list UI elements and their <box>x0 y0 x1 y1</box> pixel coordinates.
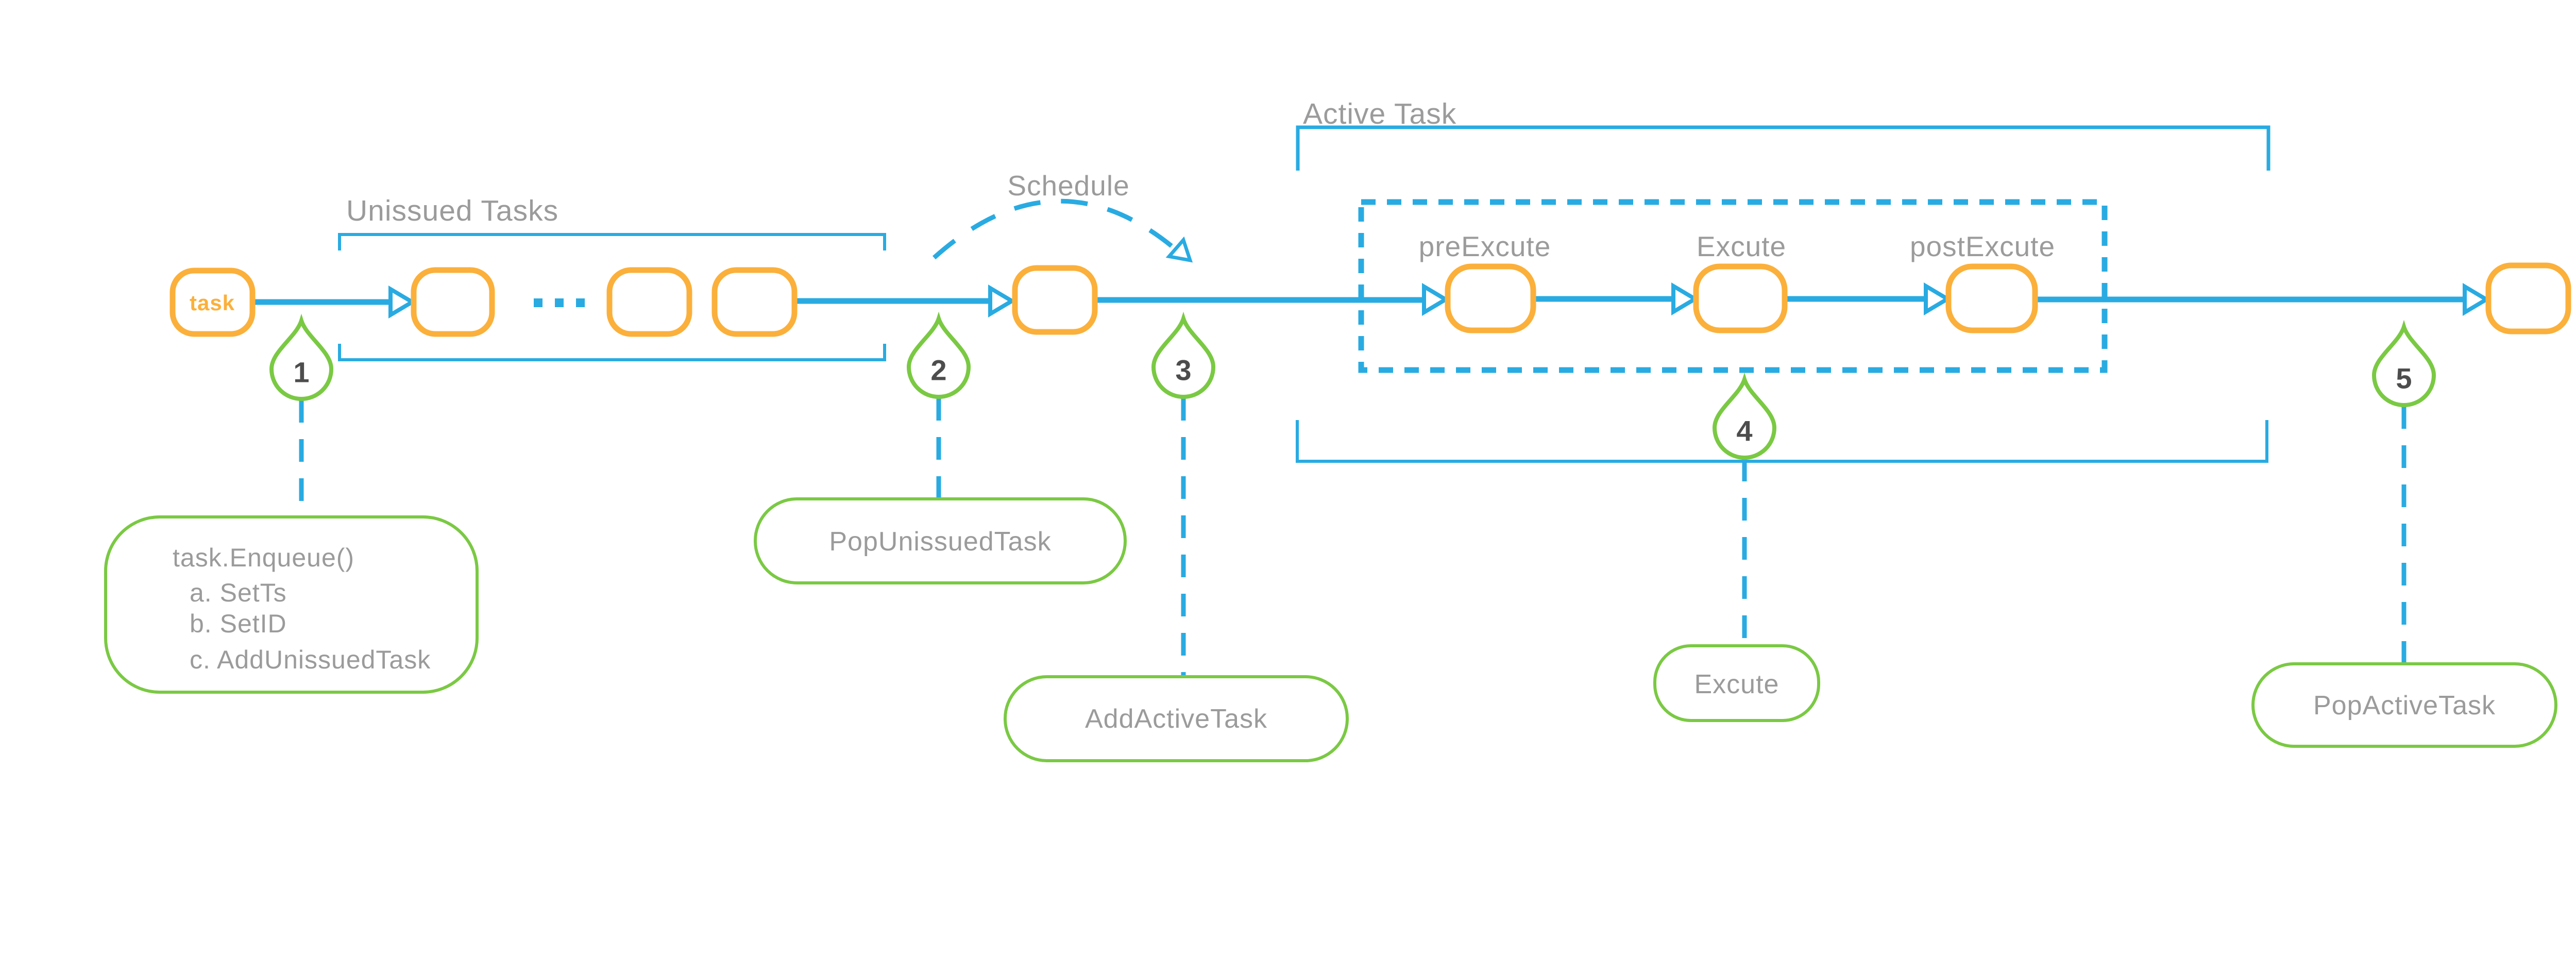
active-task-label: Active Task <box>1303 97 1456 130</box>
arrowhead-icon <box>391 289 412 315</box>
unissued-tasks-bottom-bracket <box>338 344 886 361</box>
marker-number: 1 <box>293 356 309 389</box>
active-task-dotted-box <box>1358 199 2108 373</box>
preexcute-node <box>1445 263 1536 333</box>
unissued-tasks-label: Unissued Tasks <box>346 194 558 227</box>
queue-ellipsis-dot <box>534 298 543 307</box>
arrowhead-icon <box>990 288 1012 314</box>
enqueue-callout-line: a. SetTs <box>190 578 287 607</box>
postexcute-label: postExcute <box>1910 230 2055 262</box>
enqueue-callout-line: task.Enqueue() <box>173 543 354 572</box>
marker-number: 2 <box>930 354 946 387</box>
enqueue-callout-box <box>104 515 479 694</box>
arrowhead-icon <box>1169 240 1197 269</box>
marker-number: 4 <box>1736 415 1752 447</box>
pop-active-task-label: PopActiveTask <box>2313 691 2496 721</box>
marker-number: 3 <box>1175 354 1191 387</box>
arrowhead-icon <box>1926 286 1947 312</box>
pop-unissued-task-callout-box <box>754 497 1127 584</box>
unissued-queue-node <box>606 267 692 337</box>
enqueue-callout-line: c. AddUnissuedTask <box>190 645 431 674</box>
active-task-top-bracket <box>1296 125 2270 171</box>
add-active-task-label: AddActiveTask <box>1085 704 1267 734</box>
enqueue-callout-line: b. SetID <box>190 609 287 638</box>
unissued-tasks-top-bracket <box>338 233 886 250</box>
pop-unissued-task-label: PopUnissuedTask <box>829 527 1051 557</box>
postexcute-node <box>1945 263 2038 333</box>
task-node-label: task <box>190 291 235 315</box>
active-task-bottom-bracket <box>1296 420 2268 463</box>
arrowhead-icon <box>1673 286 1695 312</box>
schedule-node <box>1012 265 1098 335</box>
pop-active-task-callout-box <box>2251 662 2557 748</box>
schedule-label: Schedule <box>1007 170 1129 202</box>
task-node <box>170 267 256 337</box>
unissued-queue-node <box>711 267 798 337</box>
excute-label: Excute <box>1697 230 1786 262</box>
queue-ellipsis-dot <box>555 298 564 307</box>
excute-callout-box <box>1653 644 1820 722</box>
completed-task-node <box>2485 262 2571 334</box>
arrowhead-icon <box>2465 287 2486 312</box>
unissued-queue-node <box>411 267 495 337</box>
schedule-dashed-arc <box>932 198 1184 260</box>
add-active-task-callout-box <box>1004 675 1349 762</box>
preexcute-label: preExcute <box>1419 230 1551 262</box>
marker-number: 5 <box>2396 362 2412 395</box>
arrowhead-icon <box>1424 287 1446 312</box>
queue-ellipsis-dot <box>576 298 585 307</box>
excute-node <box>1693 263 1788 333</box>
excute-callout-label: Excute <box>1694 669 1780 699</box>
